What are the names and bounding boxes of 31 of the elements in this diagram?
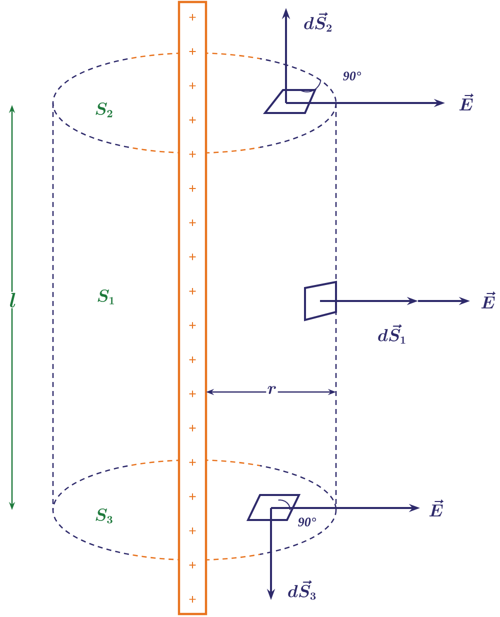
angle-label: 90° bbox=[298, 518, 316, 526]
vector-label: $d\vec{S}_2$ bbox=[304, 12, 332, 32]
charge-sign: + bbox=[189, 596, 196, 603]
angle-label: 90° bbox=[343, 72, 362, 80]
surface-label: $S_2$ bbox=[96, 102, 112, 118]
charge-sign: + bbox=[189, 493, 196, 500]
charge-sign: + bbox=[189, 116, 196, 124]
charge-sign: + bbox=[189, 254, 196, 260]
charge-sign: + bbox=[189, 356, 196, 363]
charge-sign: + bbox=[189, 322, 196, 329]
surface-label: $S_3$ bbox=[96, 508, 112, 524]
charge-sign: + bbox=[189, 390, 196, 398]
vector-label: $\vec{E}$ bbox=[429, 500, 444, 516]
charge-sign: + bbox=[189, 185, 196, 192]
charge-sign: + bbox=[189, 14, 196, 21]
vector-label: $\vec{E}$ bbox=[459, 94, 474, 110]
charge-sign: + bbox=[189, 219, 196, 226]
vector-label: $\vec{E}$ bbox=[481, 292, 496, 308]
charge-sign: + bbox=[189, 424, 196, 432]
dimension-label: $l$ bbox=[8, 292, 18, 308]
charge-sign: + bbox=[189, 288, 196, 294]
vector-label: $d\vec{S}_3$ bbox=[288, 580, 316, 600]
charge-sign: + bbox=[189, 82, 196, 90]
charge-sign: + bbox=[189, 528, 196, 534]
charge-sign: + bbox=[189, 48, 196, 55]
charge-sign: + bbox=[189, 562, 196, 568]
charge-sign: + bbox=[189, 459, 196, 466]
surface-label: $S_1$ bbox=[98, 289, 114, 304]
dimension-label: $r$ bbox=[266, 385, 278, 395]
charge-sign: + bbox=[189, 150, 196, 158]
vector-label: $d\vec{S}_1$ bbox=[378, 324, 406, 344]
